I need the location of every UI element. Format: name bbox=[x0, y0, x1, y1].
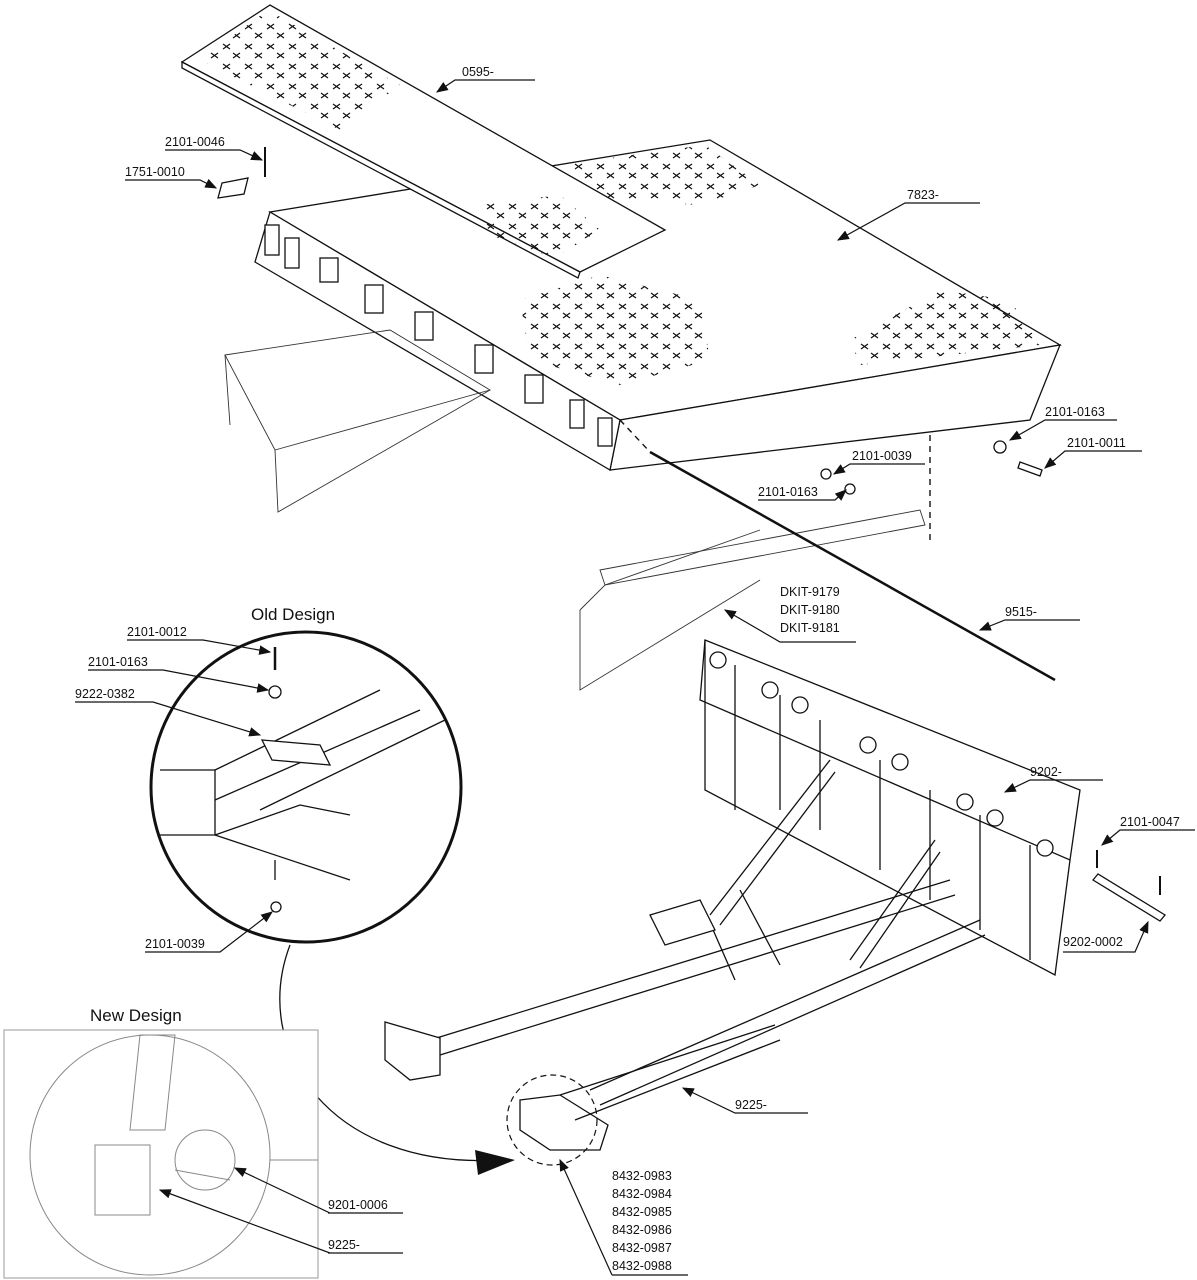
callout-old-washer: 2101-0163 bbox=[88, 655, 148, 669]
callout-subframe: 9225- bbox=[735, 1098, 767, 1112]
hardware-small bbox=[217, 147, 1043, 495]
frame-assembly bbox=[429, 639, 1081, 1106]
new-design-title: New Design bbox=[90, 1006, 182, 1025]
new-design-inset bbox=[3, 1029, 319, 1279]
callout-kit-8432-0987: 8432-0987 bbox=[612, 1241, 672, 1255]
lip-plate bbox=[180, 4, 667, 279]
subframe-assembly bbox=[384, 1021, 781, 1151]
callout-hinge-rod: 9515- bbox=[1005, 605, 1037, 619]
callout-top-plate: 0595- bbox=[462, 65, 494, 79]
callout-leaders bbox=[75, 79, 1195, 1276]
callout-dkit-9179: DKIT-9179 bbox=[780, 585, 840, 599]
callout-old-bolt: 2101-0012 bbox=[127, 625, 187, 639]
callout-kit-8432-0983: 8432-0983 bbox=[612, 1169, 672, 1183]
callout-kit-8432-0984: 8432-0984 bbox=[612, 1187, 672, 1201]
inset-connector-arrowhead bbox=[475, 1150, 515, 1175]
deck-hinge-knuckles bbox=[264, 224, 613, 447]
callout-old-plate: 9222-0382 bbox=[75, 687, 135, 701]
callout-kit-8432-0985: 8432-0985 bbox=[612, 1205, 672, 1219]
callout-dkit-9181: DKIT-9181 bbox=[780, 621, 840, 635]
deck-assembly bbox=[254, 139, 1062, 472]
callout-rod-9202-0002: 9202-0002 bbox=[1063, 935, 1123, 949]
deck-tread-patch-1 bbox=[560, 145, 760, 205]
toe-guard-left bbox=[224, 329, 492, 513]
deck-tread-patch-2 bbox=[520, 275, 710, 385]
callout-washer-2101-0163-a: 2101-0163 bbox=[1045, 405, 1105, 419]
deck-hinge-face bbox=[254, 211, 621, 472]
callout-dkit-9180: DKIT-9180 bbox=[780, 603, 840, 617]
frame-pin-hardware bbox=[1092, 850, 1166, 922]
callout-deck: 7823- bbox=[907, 188, 939, 202]
hinge-rod bbox=[649, 450, 1056, 682]
callout-washer-2101-0163-b: 2101-0163 bbox=[758, 485, 818, 499]
frame-rollers bbox=[709, 651, 1054, 857]
callout-new-pin: 9201-0006 bbox=[328, 1198, 388, 1212]
callout-frame: 9202- bbox=[1030, 765, 1062, 779]
callout-old-nut: 2101-0039 bbox=[145, 937, 205, 951]
old-design-inset bbox=[149, 630, 463, 944]
callout-kit-8432-0988: 8432-0988 bbox=[612, 1259, 672, 1273]
toe-guard-right bbox=[579, 509, 926, 691]
callout-new-subframe: 9225- bbox=[328, 1238, 360, 1252]
callout-pin-2101-0046: 2101-0046 bbox=[165, 135, 225, 149]
deck-tread-patch-3 bbox=[850, 290, 1040, 365]
dashed-connector-2 bbox=[619, 419, 651, 453]
callout-pin-2101-0047: 2101-0047 bbox=[1120, 815, 1180, 829]
callout-nut-2101-0039-a: 2101-0039 bbox=[852, 449, 912, 463]
callout-kit-8432-0986: 8432-0986 bbox=[612, 1223, 672, 1237]
callout-bolt-2101-0011: 2101-0011 bbox=[1067, 436, 1126, 450]
callout-tag-1751-0010: 1751-0010 bbox=[125, 165, 185, 179]
old-design-title: Old Design bbox=[251, 605, 335, 624]
